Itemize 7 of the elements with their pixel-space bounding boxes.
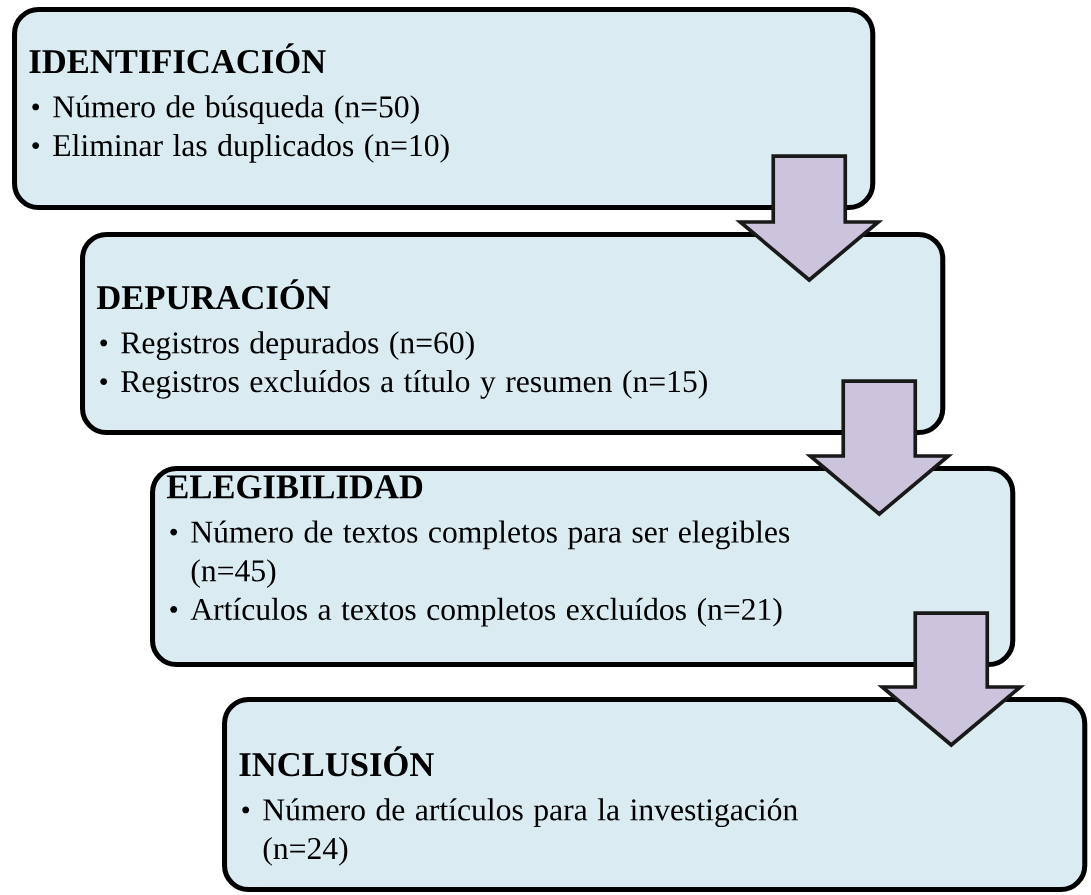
process-box: IDENTIFICACIÓN Número de búsqueda (n=50) Eliminar las duplicados (n=10) [12,7,876,211]
process-box: INCLUSIÓN Número de artículos para la investigación (n=24) [222,697,1088,893]
block-arrow [877,611,1026,748]
process-box: DEPURACIÓN Registros depurados (n=60) Registros excluídos a título y resumen (n=15) [80,232,946,436]
block-arrow [735,154,884,283]
process-box: ELEGIBILIDAD Número de textos completos para ser elegibles (n=45) Artículos a textos completos excluídos (n=21) [150,466,1016,668]
block-arrow [805,379,954,517]
